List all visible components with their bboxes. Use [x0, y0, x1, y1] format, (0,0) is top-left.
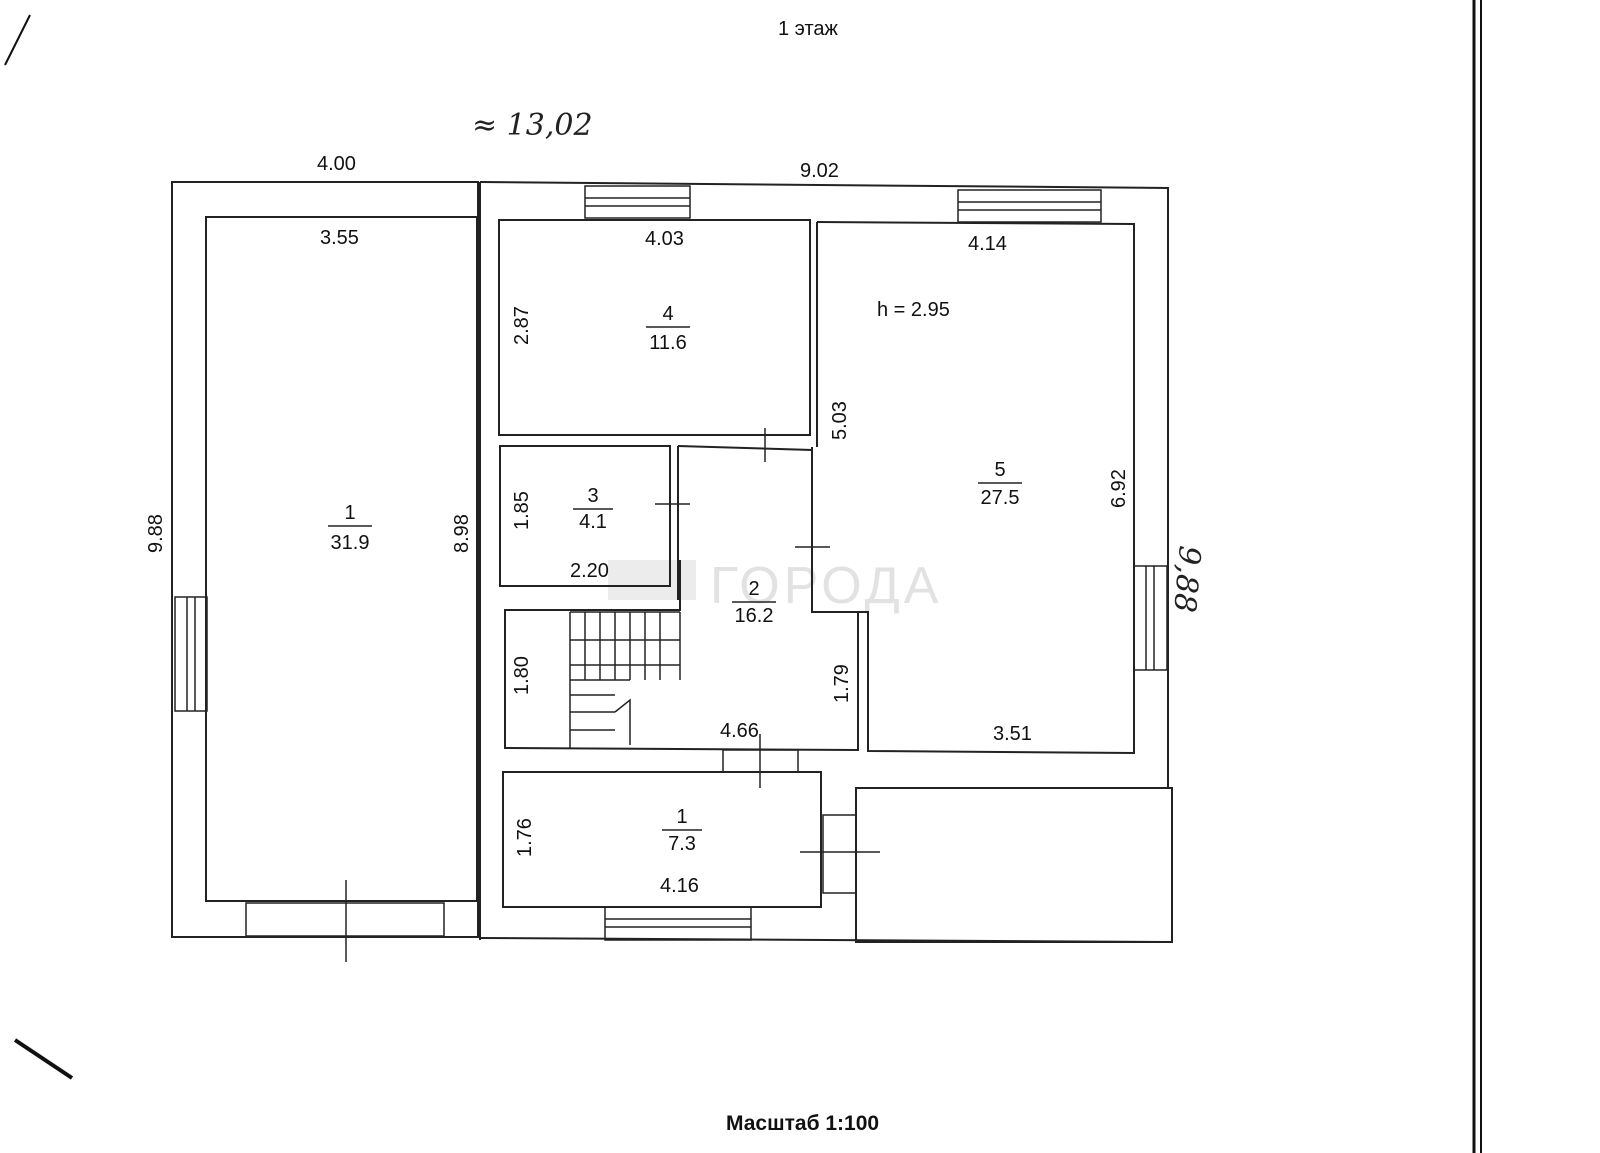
room-2-outline [504, 445, 859, 752]
dim-hall-right: 1.79 [831, 664, 853, 703]
svg-text:4.1: 4.1 [579, 511, 607, 533]
dim-room5-right: 6.92 [1108, 469, 1130, 508]
window-bottom-room1 [245, 902, 445, 937]
dim-room1-right: 8.98 [451, 514, 473, 553]
dim-top-left: 4.00 [317, 153, 356, 175]
window-bottom-bath [604, 906, 752, 941]
dim-room1-top: 3.55 [320, 227, 359, 249]
svg-text:2: 2 [748, 578, 759, 600]
door-marks [345, 428, 880, 962]
window-top-room4 [584, 185, 691, 219]
room-4-outline [498, 219, 811, 436]
dim-bath-bottom: 4.16 [660, 875, 699, 897]
room-label-1: 1 31.9 [328, 502, 372, 554]
dim-room4-side: 2.87 [511, 306, 533, 345]
dim-stair-side: 1.80 [511, 656, 533, 695]
staircase [569, 611, 681, 748]
svg-text:4: 4 [662, 303, 673, 325]
watermark-logo [608, 560, 696, 600]
dim-room5-left: 5.03 [829, 401, 851, 440]
dim-hall-bottom: 4.66 [720, 720, 759, 742]
svg-text:11.6: 11.6 [649, 332, 686, 354]
handwritten-total: ≈ 13,02 [472, 108, 593, 143]
watermark-text: ГОРОДА [710, 557, 942, 615]
dim-room3-side: 1.85 [511, 491, 533, 530]
svg-text:1: 1 [676, 806, 687, 828]
plan-title: 1 этаж [778, 18, 839, 40]
svg-text:7.3: 7.3 [668, 833, 696, 855]
room-label-4: 4 11.6 [646, 303, 690, 354]
terrace-outline [855, 787, 1173, 943]
dim-room3-bottom: 2.20 [570, 560, 609, 582]
svg-text:5: 5 [994, 459, 1005, 481]
window-right-room5 [1133, 565, 1168, 671]
height-note: h = 2.95 [877, 299, 950, 321]
room-label-bath: 1 7.3 [662, 806, 702, 855]
room-1-outline [205, 216, 478, 902]
svg-text:3: 3 [587, 485, 598, 507]
svg-text:27.5: 27.5 [981, 487, 1020, 509]
dim-room4-top: 4.03 [645, 228, 684, 250]
outer-wall-right [479, 181, 1169, 788]
handwritten-depth: 9,88 [1166, 544, 1207, 614]
room-5-outline [811, 221, 1135, 755]
scale-label: Масштаб 1:100 [726, 1112, 879, 1135]
room-3-outline [499, 445, 671, 587]
window-left-room1 [174, 596, 208, 712]
dim-bath-side: 1.76 [514, 818, 536, 857]
dim-left-side: 9.88 [145, 514, 167, 553]
outer-wall-left-block [171, 181, 479, 938]
svg-text:1: 1 [344, 502, 355, 524]
room-label-5: 5 27.5 [978, 459, 1022, 509]
dim-room5-top: 4.14 [968, 233, 1007, 255]
dim-top-right: 9.02 [800, 160, 839, 182]
svg-text:16.2: 16.2 [735, 605, 774, 627]
svg-text:31.9: 31.9 [331, 532, 370, 554]
window-top-room5 [957, 189, 1102, 223]
pen-mark [4, 14, 31, 66]
room-label-2: 2 16.2 [732, 578, 776, 627]
room-label-3: 3 4.1 [573, 485, 613, 533]
dim-room5-bottom: 3.51 [993, 723, 1032, 745]
pen-mark [13, 1038, 74, 1080]
